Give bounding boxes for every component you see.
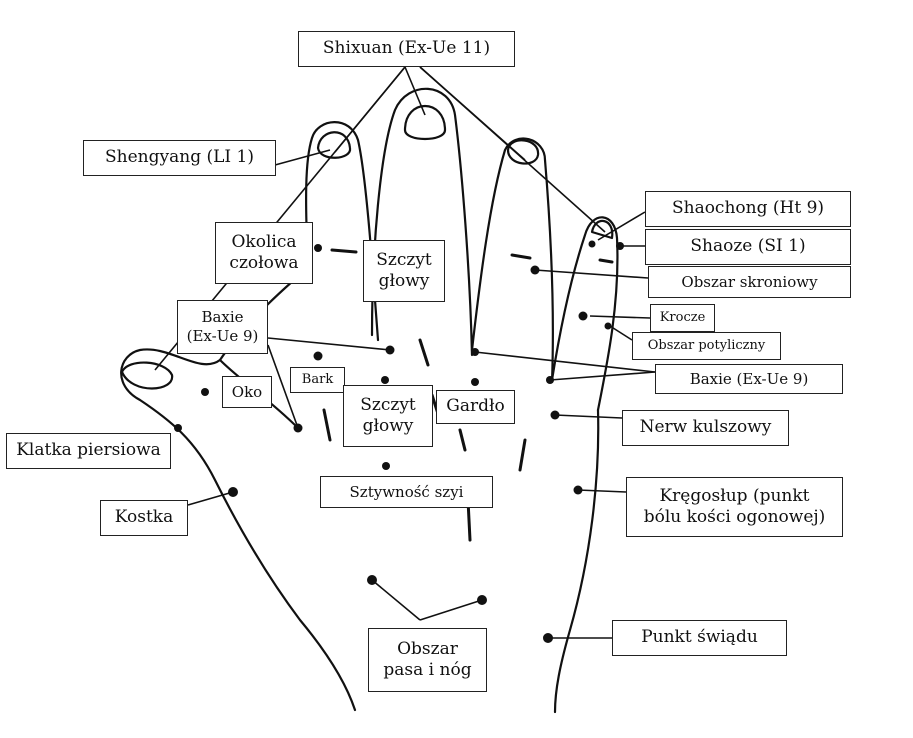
pointer-baxie-right-b bbox=[474, 351, 656, 373]
point-krocze bbox=[578, 311, 588, 321]
label-krocze: Krocze bbox=[650, 304, 715, 332]
label-shaochong: Shaochong (Ht 9) bbox=[645, 191, 851, 227]
label-szczyt-glowy-mid: Szczyt głowy bbox=[343, 385, 433, 447]
crease-mark bbox=[322, 408, 332, 442]
point-pasa-2 bbox=[477, 595, 487, 605]
point-baxie-4 bbox=[546, 376, 554, 384]
ring-nail bbox=[506, 139, 540, 165]
pointer-pasa-a bbox=[371, 579, 421, 621]
point-kregoslup bbox=[573, 485, 583, 495]
crease-mark bbox=[330, 248, 358, 254]
index-finger-outline bbox=[305, 121, 380, 342]
pointer-shaochong bbox=[597, 211, 646, 241]
label-shaoze: Shaoze (SI 1) bbox=[645, 229, 851, 265]
crease-mark bbox=[510, 253, 532, 260]
label-okolica-czolowa: Okolica czołowa bbox=[215, 222, 313, 284]
label-shengyang: Shengyang (LI 1) bbox=[83, 140, 276, 176]
point-kostka bbox=[228, 487, 238, 497]
label-klatka-piersiowa: Klatka piersiowa bbox=[6, 433, 171, 469]
point-gardlo bbox=[471, 378, 479, 386]
pointer-pasa-b bbox=[419, 599, 483, 621]
crease-mark bbox=[518, 438, 527, 472]
label-kregoslup: Kręgosłup (punkt bólu kości ogonowej) bbox=[626, 477, 843, 537]
point-shaoze bbox=[616, 242, 624, 250]
hand-right-edge bbox=[553, 408, 600, 714]
point-okolica bbox=[314, 244, 322, 252]
label-punkt-swiadu: Punkt świądu bbox=[612, 620, 787, 656]
crease-mark bbox=[418, 338, 430, 367]
pointer-skroniowy bbox=[534, 269, 649, 279]
point-shaochong bbox=[588, 240, 596, 248]
label-nerw-kulszowy: Nerw kulszowy bbox=[622, 410, 789, 446]
point-baxie-3 bbox=[471, 348, 479, 356]
point-oko bbox=[201, 388, 209, 396]
point-baxie-2 bbox=[385, 345, 395, 355]
middle-finger-outline bbox=[370, 87, 474, 357]
label-bark: Bark bbox=[290, 367, 345, 393]
label-obszar-potyliczny: Obszar potyliczny bbox=[632, 332, 781, 360]
pointer-krocze bbox=[589, 315, 651, 319]
point-potyliczny bbox=[604, 322, 612, 330]
label-obszar-skroniowy: Obszar skroniowy bbox=[648, 266, 851, 298]
middle-nail bbox=[403, 105, 447, 141]
point-sztywnosc bbox=[382, 462, 390, 470]
point-skroniowy bbox=[530, 265, 540, 275]
point-swiad bbox=[543, 633, 553, 643]
index-nail bbox=[316, 131, 352, 159]
label-gardlo: Gardło bbox=[436, 390, 515, 424]
little-finger-outline bbox=[550, 216, 619, 412]
point-pasa-1 bbox=[367, 575, 377, 585]
point-baxie-1 bbox=[313, 351, 323, 361]
pointer-shixuan-d bbox=[419, 66, 606, 233]
label-kostka: Kostka bbox=[100, 500, 188, 536]
label-baxie-left: Baxie (Ex-Ue 9) bbox=[177, 300, 268, 354]
label-oko: Oko bbox=[222, 376, 272, 408]
label-sztywnosc-szyi: Sztywność szyi bbox=[320, 476, 493, 508]
label-baxie-right: Baxie (Ex-Ue 9) bbox=[655, 364, 843, 394]
pointer-potyliczny bbox=[609, 325, 633, 341]
point-nerw bbox=[550, 410, 560, 420]
thumb-nail bbox=[120, 361, 174, 390]
label-obszar-pasa: Obszar pasa i nóg bbox=[368, 628, 487, 692]
crease-mark bbox=[458, 428, 467, 452]
label-szczyt-glowy-top: Szczyt głowy bbox=[363, 240, 445, 302]
label-shixuan: Shixuan (Ex-Ue 11) bbox=[298, 31, 515, 67]
pointer-baxie-left-b bbox=[267, 344, 299, 429]
pointer-shixuan-b bbox=[404, 66, 426, 116]
pointer-baxie-left-a bbox=[267, 337, 391, 351]
crease-mark bbox=[598, 258, 614, 264]
ring-finger-outline bbox=[470, 137, 555, 384]
pointer-kostka bbox=[187, 491, 234, 506]
point-bark bbox=[293, 423, 303, 433]
pointer-nerw bbox=[554, 414, 623, 419]
point-klatka bbox=[174, 424, 182, 432]
little-nail bbox=[590, 220, 614, 240]
pointer-kregoslup bbox=[577, 489, 627, 493]
pointer-shengyang bbox=[274, 149, 331, 166]
pointer-baxie-right-a bbox=[549, 371, 656, 381]
point-szczyt-mid bbox=[381, 376, 389, 384]
